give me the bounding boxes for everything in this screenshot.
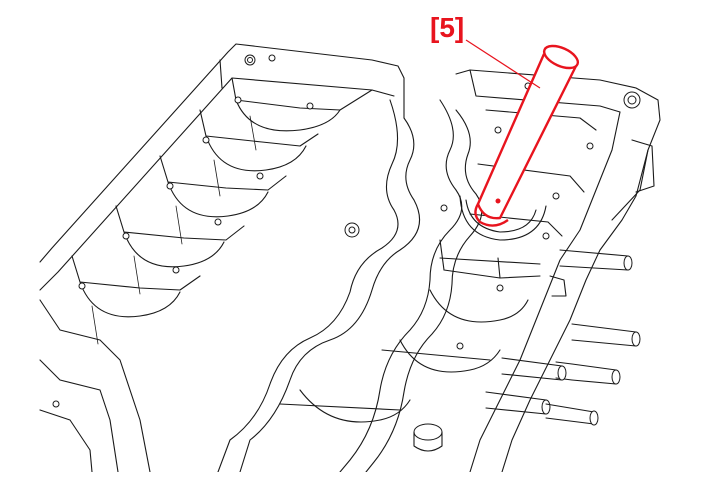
tool-pipe-top-opening — [542, 44, 580, 70]
studs — [485, 249, 641, 426]
tool-pipe-base — [474, 203, 509, 227]
left-block — [39, 43, 405, 473]
callout-leader-line — [465, 39, 541, 89]
right-block — [279, 69, 661, 473]
callout-label: [5] — [430, 12, 465, 43]
center-ridge — [217, 99, 483, 473]
red-tool-pipe — [459, 44, 580, 241]
tool-pipe-pin-hole — [495, 198, 501, 204]
tool-pipe-outline — [476, 53, 580, 220]
